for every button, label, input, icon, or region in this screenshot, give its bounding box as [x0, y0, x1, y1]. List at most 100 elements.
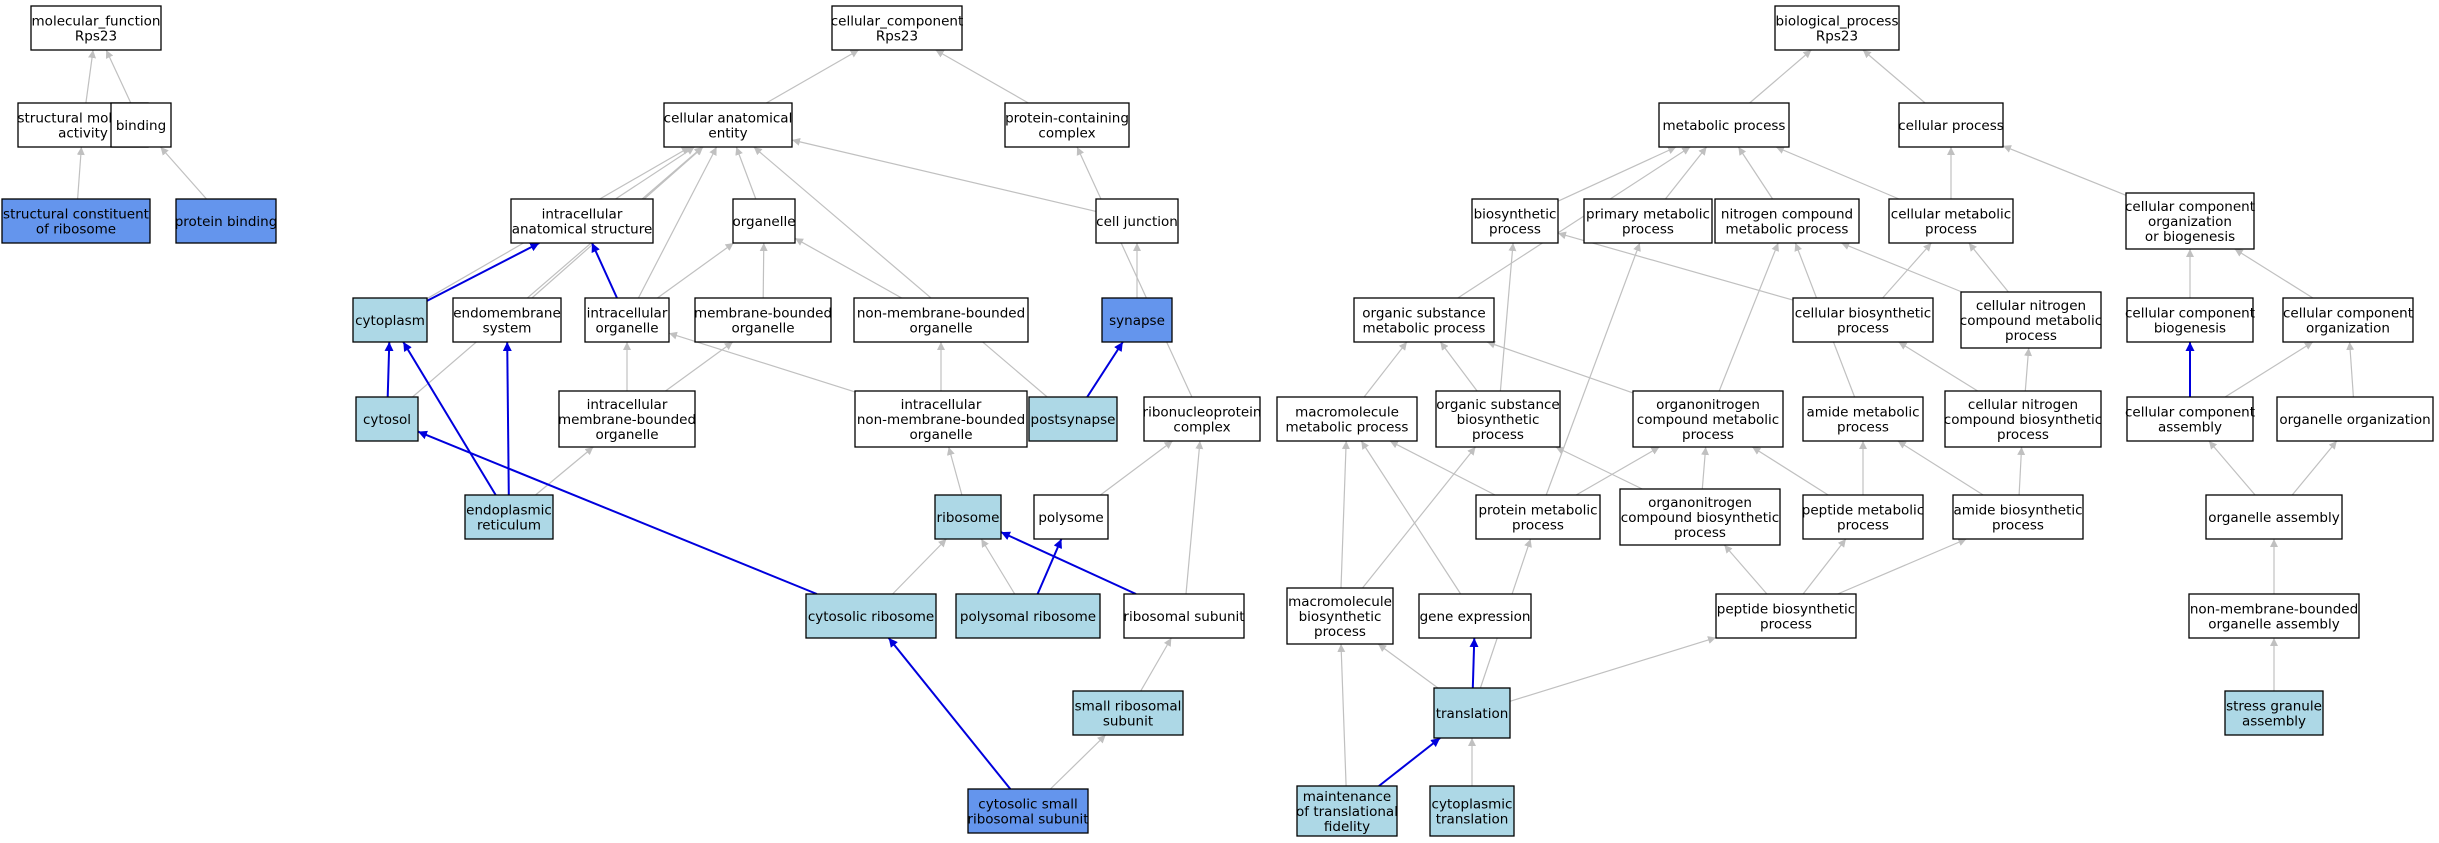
edge-prot_met-to-onmp — [1575, 446, 1660, 496]
node-label-line: biosynthetic — [1299, 609, 1382, 625]
go-term-node-ribo_sub[interactable]: ribosomal subunit — [1123, 593, 1245, 639]
go-term-node-cyto_ribo[interactable]: cytosolic ribosome — [805, 593, 937, 639]
node-label-line: translation — [1436, 812, 1509, 828]
go-term-node-ribosome[interactable]: ribosome — [934, 494, 1002, 540]
go-term-node-cell_junction[interactable]: cell junction — [1095, 198, 1179, 244]
node-label-line: organization — [2306, 321, 2390, 337]
go-term-node-binding[interactable]: binding — [110, 102, 172, 148]
node-box — [854, 390, 1028, 448]
node-label-line: cellular component — [2125, 306, 2255, 322]
node-label-line: cytoplasm — [355, 313, 425, 329]
go-term-node-cell_proc[interactable]: cellular process — [1898, 102, 2004, 148]
node-label-line: Rps23 — [1816, 29, 1858, 45]
go-term-node-postsynapse[interactable]: postsynapse — [1028, 396, 1118, 442]
go-term-node-inmbo[interactable]: intracellularnon-membrane-boundedorganel… — [854, 390, 1028, 448]
go-term-node-poly_ribo[interactable]: polysomal ribosome — [955, 593, 1101, 639]
edge-macro_bio-to-macro_met — [1340, 440, 1350, 589]
node-label-line: endomembrane — [453, 306, 561, 322]
edge-amide_bio-to-cncbp — [2017, 446, 2026, 496]
node-label-line: complex — [1038, 126, 1095, 142]
edge-cncbp-to-cncmp — [2024, 347, 2033, 392]
go-term-node-met_proc[interactable]: metabolic process — [1658, 102, 1790, 148]
node-box — [1802, 396, 1924, 442]
node-box — [955, 593, 1101, 639]
edge-pep_met-to-onmp — [1751, 446, 1829, 496]
node-label-line: intracellular — [587, 306, 668, 322]
node-label-line: biosynthetic — [1457, 412, 1540, 428]
node-label-line: maintenance — [1303, 789, 1391, 805]
go-term-node-synapse[interactable]: synapse — [1101, 297, 1173, 343]
edge-macro_met-to-osmp — [1363, 341, 1408, 398]
node-label-line: process — [1997, 427, 2049, 443]
edge-cell_biosyn-to-cell_met — [1882, 242, 1932, 299]
node-label-line: organic substance — [1362, 306, 1485, 322]
node-box — [2126, 396, 2254, 442]
go-term-node-organelle[interactable]: organelle — [732, 198, 796, 244]
edge-onbp-to-onmp — [1701, 446, 1710, 490]
node-label-line: non-membrane-bounded — [2190, 602, 2358, 618]
go-term-node-cytosol[interactable]: cytosol — [355, 396, 419, 442]
node-box — [1028, 396, 1118, 442]
go-term-node-polysome[interactable]: polysome — [1033, 494, 1109, 540]
node-box — [1, 198, 151, 244]
go-term-node-translation[interactable]: translation — [1433, 687, 1511, 739]
node-label-line: macromolecule — [1288, 594, 1392, 610]
node-box — [1296, 785, 1398, 837]
edge-org_assembly-to-cca — [2208, 440, 2256, 496]
go-term-node-protein_binding[interactable]: protein binding — [175, 198, 278, 244]
node-box — [2188, 593, 2360, 639]
node-label-line: structural constituent — [3, 207, 149, 223]
go-term-node-org_org[interactable]: organelle organization — [2276, 396, 2434, 442]
edge-macro_bio-to-osbp — [1362, 446, 1476, 589]
go-term-node-org_assembly[interactable]: organelle assembly — [2205, 494, 2343, 540]
edge-er-to-imbo — [535, 446, 594, 496]
node-box — [1715, 593, 1857, 639]
go-term-node-gene_expr[interactable]: gene expression — [1418, 593, 1532, 639]
go-term-node-cytoplasm[interactable]: cytoplasm — [352, 297, 428, 343]
node-box — [1898, 102, 2004, 148]
edge-translation-to-gene_expr — [1469, 637, 1479, 689]
